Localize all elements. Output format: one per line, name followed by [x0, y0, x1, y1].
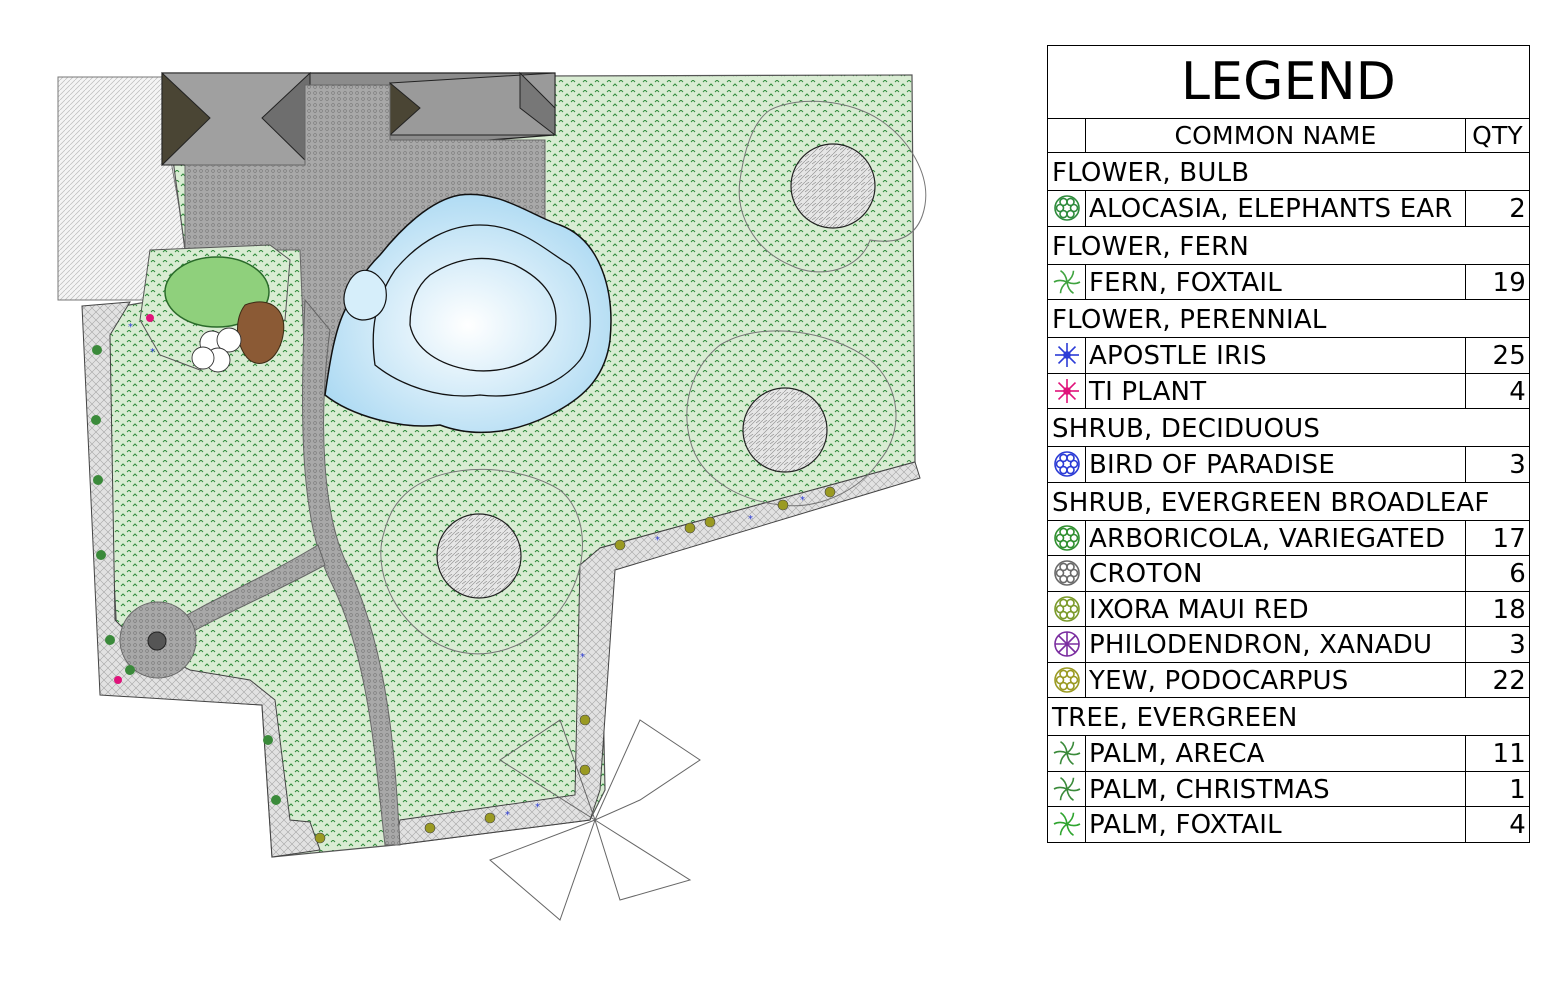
legend-symbol-cell [1048, 191, 1086, 226]
legend-category: TREE, EVERGREEN [1048, 698, 1529, 736]
legend-row: BIRD OF PARADISE 3 [1048, 447, 1529, 483]
legend-plant-name: PALM, CHRISTMAS [1086, 771, 1466, 806]
svg-text:*: * [800, 495, 805, 506]
legend-plant-name: PALM, FOXTAIL [1086, 807, 1466, 842]
legend-plant-qty: 18 [1492, 594, 1526, 625]
legend-category: FLOWER, PERENNIAL [1048, 300, 1529, 338]
legend-name-column-header: COMMON NAME [1086, 119, 1466, 152]
legend-symbol-cell [1048, 736, 1086, 771]
legend-plant-name: PALM, ARECA [1086, 736, 1466, 771]
foxtail-palm-icon [1053, 812, 1080, 837]
legend-plant-name: ARBORICOLA, VARIEGATED [1086, 520, 1466, 555]
legend-row: APOSTLE IRIS 25 [1048, 338, 1529, 374]
svg-text:*: * [655, 535, 660, 546]
legend-row: YEW, PODOCARPUS 22 [1048, 662, 1529, 698]
legend-plant-name: BIRD OF PARADISE [1086, 447, 1466, 482]
legend-symbol-column-header [1048, 119, 1086, 152]
legend-plant-qty: 19 [1492, 267, 1526, 298]
legend-plant-name: CROTON [1086, 556, 1466, 591]
legend-symbol-cell [1048, 520, 1086, 555]
tree-south-palm [489, 719, 701, 921]
legend-category: SHRUB, DECIDUOUS [1048, 409, 1529, 447]
shrubs-west-bed: * * [91, 314, 281, 805]
legend-plant-qty: 25 [1492, 341, 1526, 371]
christmas-palm-icon [1053, 776, 1080, 801]
svg-text:*: * [505, 810, 510, 821]
legend-row: PALM, CHRISTMAS 1 [1048, 771, 1529, 807]
legend-plant-name: ALOCASIA, ELEPHANTS EAR [1086, 191, 1466, 226]
pool [324, 193, 612, 434]
legend-plant-qty: 3 [1509, 630, 1526, 660]
fern-icon [1053, 269, 1080, 294]
legend-symbol-cell [1048, 807, 1086, 842]
legend-plant-qty: 6 [1509, 559, 1526, 589]
planting-bed-border-west [81, 301, 321, 858]
yew-icon [1053, 666, 1080, 693]
svg-text:*: * [128, 322, 133, 333]
areca-palm-icon [1053, 741, 1080, 766]
legend-header-row: COMMON NAME QTY [1048, 119, 1529, 153]
legend-qty-column-header: QTY [1472, 121, 1523, 150]
legend-symbol-cell [1048, 627, 1086, 662]
legend-plant-qty: 4 [1509, 810, 1526, 840]
svg-text:*: * [150, 347, 155, 358]
legend-plant-qty: 17 [1492, 523, 1526, 554]
legend-plant-qty: 3 [1509, 450, 1526, 480]
legend-row: IXORA MAUI RED 18 [1048, 591, 1529, 627]
svg-text:*: * [580, 652, 585, 663]
legend-plant-qty: 22 [1492, 665, 1526, 696]
legend-plant-name: IXORA MAUI RED [1086, 591, 1466, 626]
legend-category: FLOWER, BULB [1048, 153, 1529, 191]
philodendron-icon [1053, 631, 1080, 658]
legend-plant-qty: 2 [1509, 194, 1526, 224]
legend-symbol-cell [1048, 662, 1086, 697]
fountain [147, 631, 167, 651]
legend-row: CROTON 6 [1048, 556, 1529, 592]
legend-plant-qty: 11 [1492, 739, 1526, 769]
legend-plant-name: TI PLANT [1086, 373, 1466, 408]
iris-icon [1054, 343, 1079, 368]
alocasia-icon [1053, 195, 1080, 222]
ti-plant-icon [1054, 378, 1079, 403]
legend-symbol-cell [1048, 447, 1086, 482]
svg-text:*: * [535, 802, 540, 813]
legend-symbol-cell [1048, 338, 1086, 373]
legend-symbol-cell [1048, 373, 1086, 408]
legend-row: ARBORICOLA, VARIEGATED 17 [1048, 520, 1529, 556]
legend-plant-name: YEW, PODOCARPUS [1086, 662, 1466, 697]
legend-plant-name: APOSTLE IRIS [1086, 338, 1466, 373]
raised-planter [139, 244, 291, 373]
shrubs-east-bed: * * * * * * [314, 486, 836, 844]
legend-symbol-cell [1048, 264, 1086, 299]
legend-plant-qty: 1 [1509, 774, 1526, 805]
landscape-site-plan: * * * * * * * * [57, 71, 927, 921]
legend-symbol-cell [1048, 591, 1086, 626]
legend-row: PALM, ARECA 11 [1048, 736, 1529, 772]
legend-row: ALOCASIA, ELEPHANTS EAR 2 [1048, 191, 1529, 227]
legend-row: PALM, FOXTAIL 4 [1048, 807, 1529, 842]
svg-text:*: * [748, 514, 753, 525]
bird-of-paradise-icon [1053, 451, 1080, 478]
tree-east [686, 330, 897, 507]
arboricola-icon [1053, 524, 1080, 551]
legend-title: LEGEND [1048, 46, 1529, 119]
legend-category: SHRUB, EVERGREEN BROADLEAF [1048, 483, 1529, 521]
garden-path [302, 298, 401, 846]
legend-symbol-cell [1048, 771, 1086, 806]
legend-plant-name: PHILODENDRON, XANADU [1086, 627, 1466, 662]
legend-plant-name: FERN, FOXTAIL [1086, 264, 1466, 299]
legend-row: FERN, FOXTAIL 19 [1048, 264, 1529, 300]
legend-row: TI PLANT 4 [1048, 373, 1529, 409]
tree-northeast [738, 100, 927, 273]
ixora-icon [1053, 595, 1080, 622]
croton-icon [1053, 560, 1080, 587]
legend-symbol-cell [1048, 556, 1086, 591]
legend-category: FLOWER, FERN [1048, 227, 1529, 265]
legend-row: PHILODENDRON, XANADU 3 [1048, 627, 1529, 663]
tree-central [380, 468, 583, 655]
legend-plant-qty: 4 [1509, 376, 1526, 407]
